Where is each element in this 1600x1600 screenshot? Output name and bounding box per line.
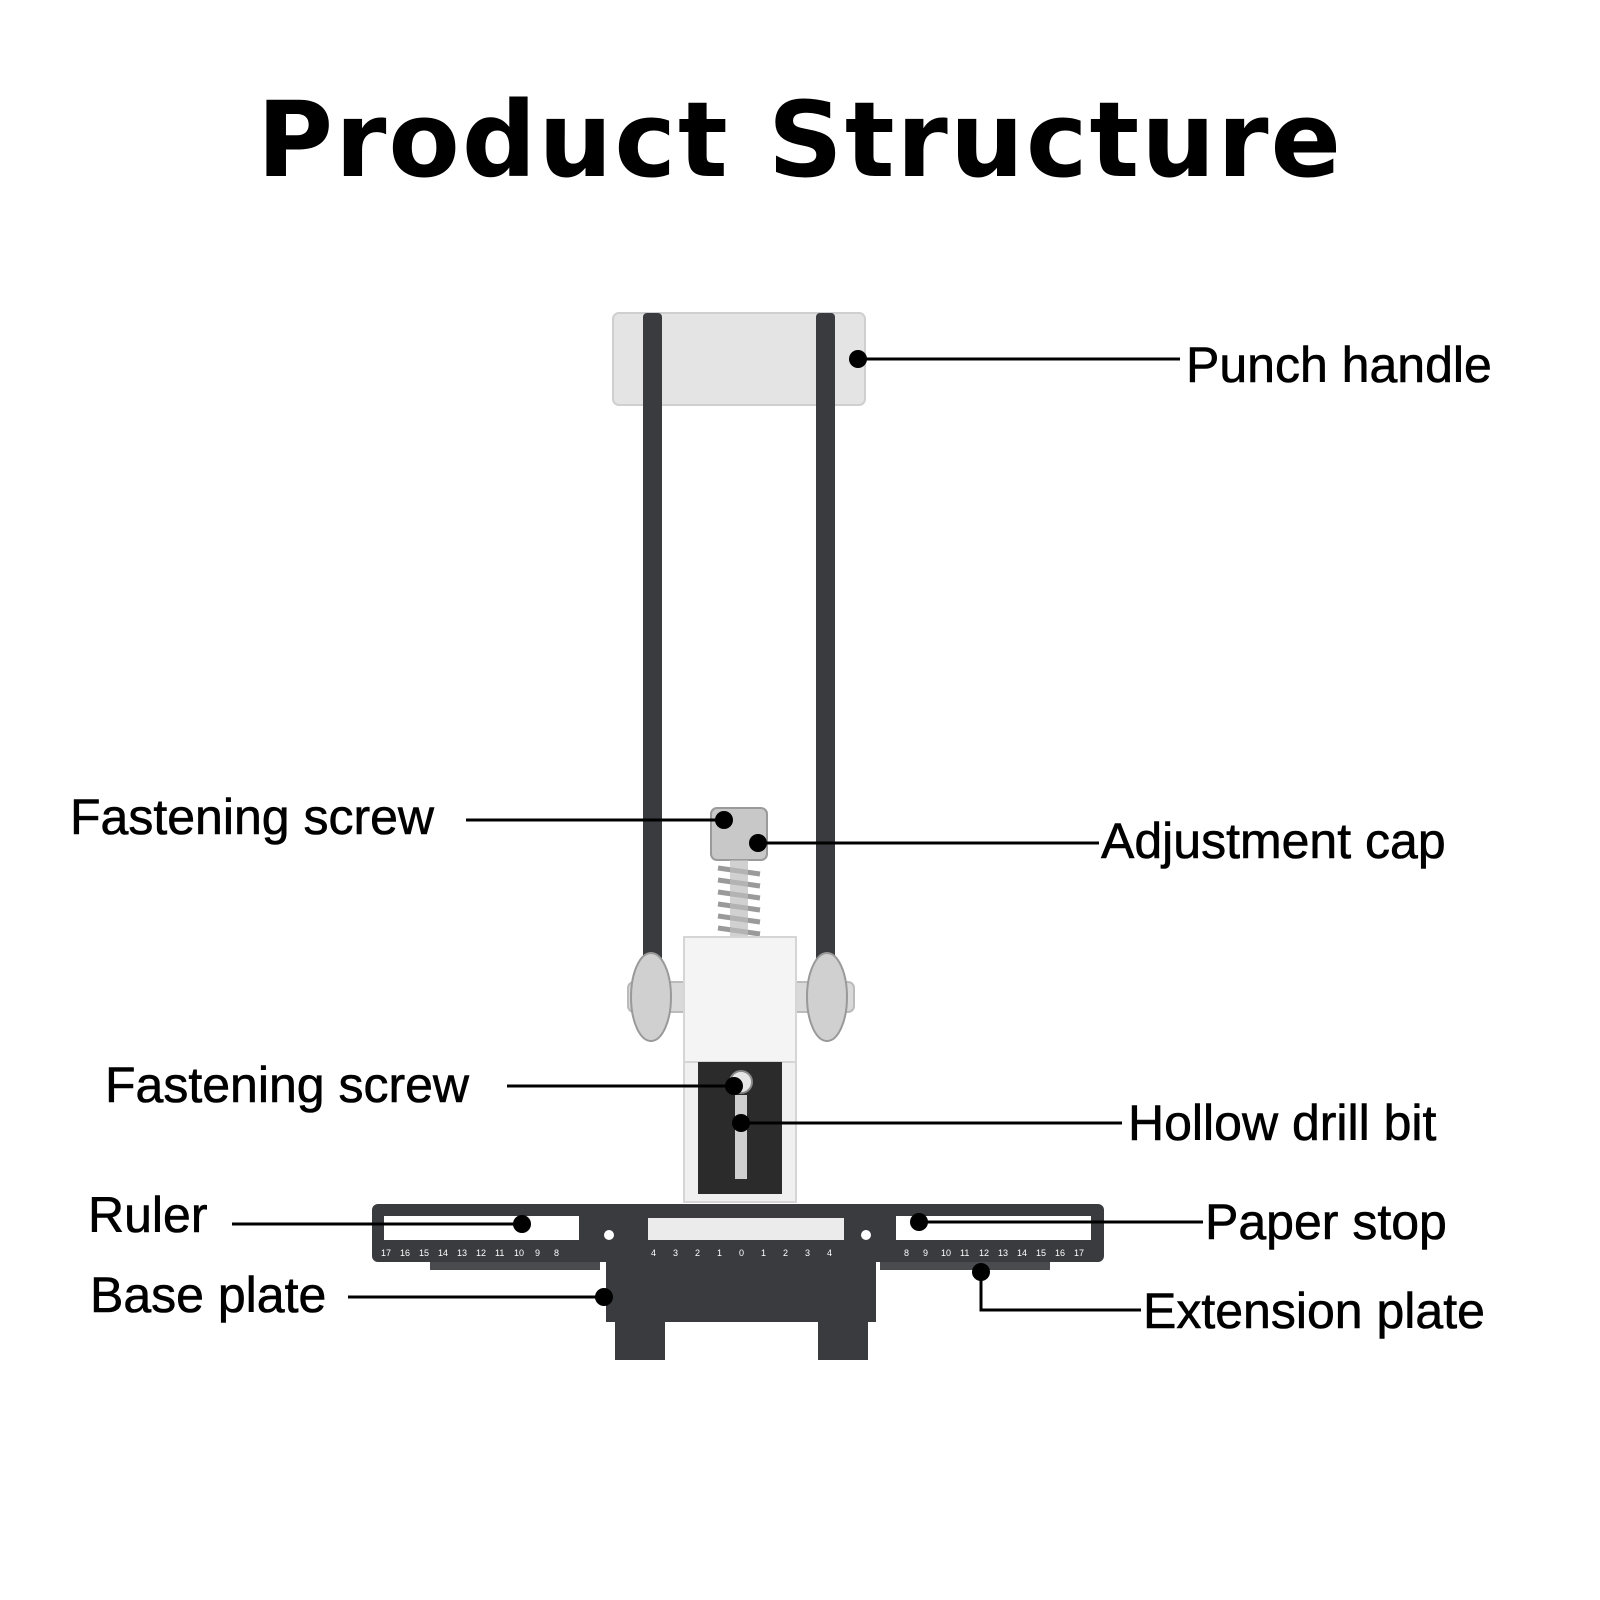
ruler-tick-label: 9 [923,1248,928,1258]
callout-dot [749,834,767,852]
label-base-plate: Base plate [90,1267,327,1323]
ruler-tick-label: 9 [535,1248,540,1258]
label-extension-plate: Extension plate [1143,1283,1486,1339]
ruler-right-dot [861,1230,871,1240]
ruler-tick-label: 13 [457,1248,467,1258]
ruler-tick-label: 17 [1074,1248,1084,1258]
ruler-tick-label: 10 [941,1248,951,1258]
ruler-tick-label: 8 [904,1248,909,1258]
ruler-tick-label: 13 [998,1248,1008,1258]
ruler-tick-label: 16 [400,1248,410,1258]
ruler-center-window [648,1218,844,1240]
ruler-tick-label: 15 [419,1248,429,1258]
base-foot-left [615,1320,665,1360]
left-pivot [630,952,672,1042]
ruler-tick-label: 11 [495,1248,504,1258]
ruler-right-window [896,1216,1091,1240]
callout-dot [972,1263,990,1281]
right-pivot [806,952,848,1042]
callout-dot [595,1288,613,1306]
ruler-tick-label: 3 [673,1248,678,1258]
leader-extension-plate [979,1272,1141,1312]
ruler-left-dot [604,1230,614,1240]
ruler-tick-label: 2 [783,1248,788,1258]
main-body [683,936,797,1063]
ruler-tick-label: 12 [476,1248,486,1258]
ruler-tick-label: 4 [827,1248,832,1258]
callout-dot [513,1215,531,1233]
label-fastening-screw-top: Fastening screw [70,789,435,845]
extension-plate-left [430,1262,600,1270]
base-plate [606,1262,876,1322]
ruler-tick-label: 0 [739,1248,744,1258]
base-foot-right [818,1320,868,1360]
hollow-drill-bit [735,1095,747,1179]
ruler-left-window [384,1216,579,1240]
ruler-tick-label: 1 [761,1248,766,1258]
ruler-tick-label: 14 [1017,1248,1027,1258]
ruler-tick-label: 4 [651,1248,656,1258]
ruler-tick-label: 11 [960,1248,969,1258]
label-adjustment-cap: Adjustment cap [1101,813,1446,869]
callout-dot [725,1077,743,1095]
ruler-tick-label: 16 [1055,1248,1065,1258]
ruler-tick-label: 3 [805,1248,810,1258]
ruler-tick-label: 2 [695,1248,700,1258]
spring-shaft [730,860,748,940]
label-paper-stop: Paper stop [1205,1194,1447,1250]
ruler-tick-label: 10 [514,1248,524,1258]
right-arm [816,313,835,1033]
label-fastening-screw-bottom: Fastening screw [105,1057,470,1113]
ruler-tick-label: 14 [438,1248,448,1258]
ruler-tick-label: 17 [381,1248,391,1258]
label-punch-handle: Punch handle [1186,337,1492,393]
callout-dot [849,350,867,368]
ruler-tick-label: 1 [717,1248,722,1258]
page-title: Product Structure [256,79,1344,201]
callout-dot [715,811,733,829]
callout-dot [910,1213,928,1231]
ruler-tick-label: 12 [979,1248,989,1258]
ruler-tick-label: 15 [1036,1248,1046,1258]
ruler-tick-label: 8 [554,1248,559,1258]
left-arm [643,313,662,1033]
label-ruler: Ruler [88,1187,208,1243]
label-hollow-drill-bit: Hollow drill bit [1128,1095,1437,1151]
callout-dot [732,1114,750,1132]
extension-plate-right [880,1262,1050,1270]
